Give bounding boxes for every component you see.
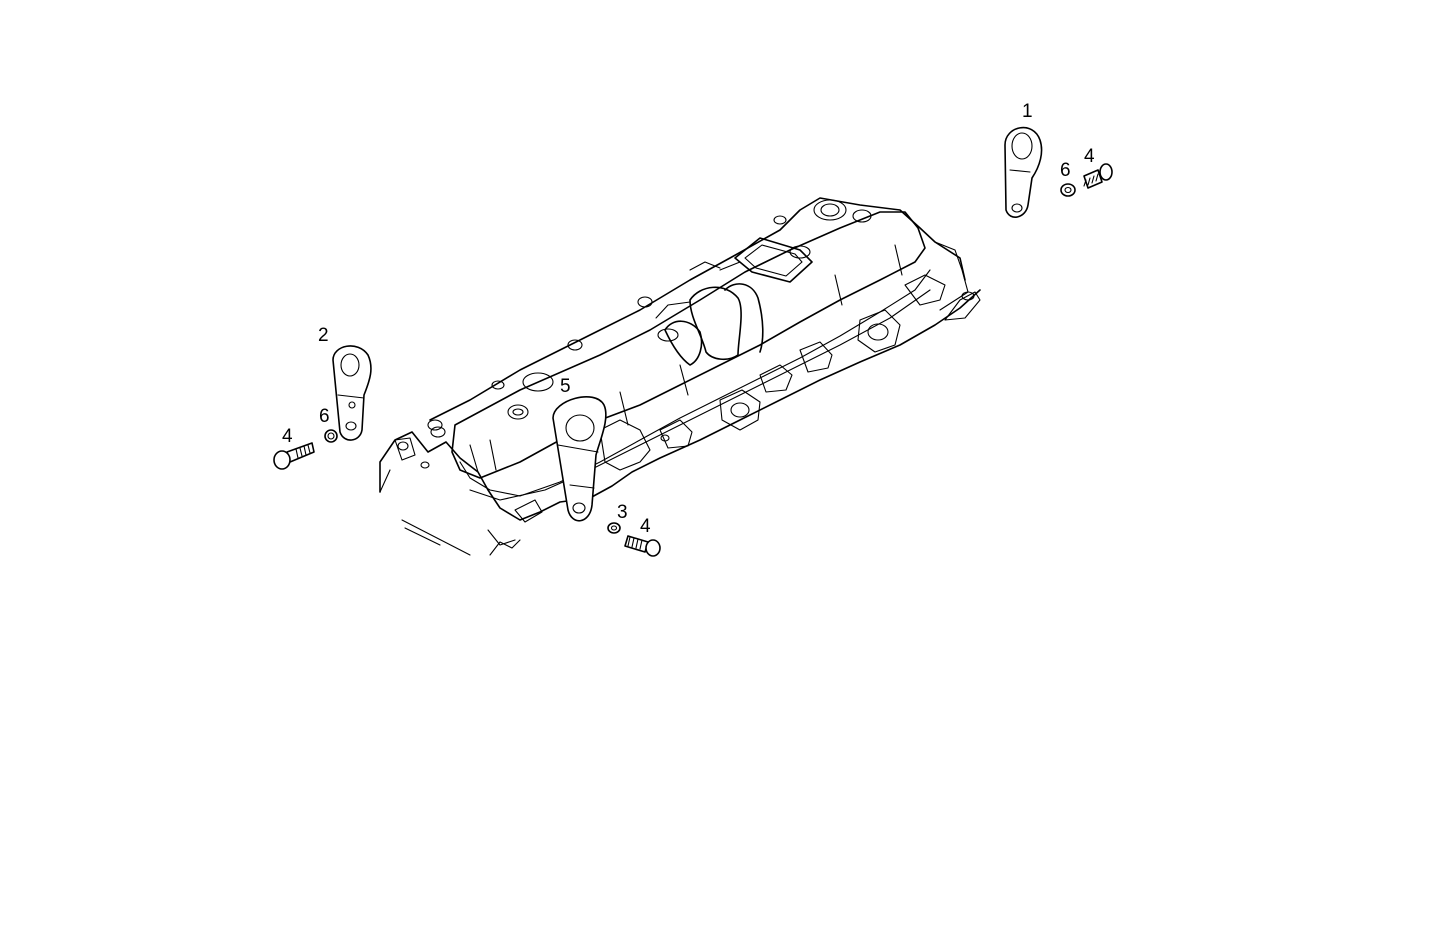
callout-4-center: 4 xyxy=(640,516,651,537)
callout-6-left: 6 xyxy=(319,406,330,427)
callout-5: 5 xyxy=(560,376,571,397)
callout-2: 2 xyxy=(318,325,329,346)
washer-6-left-icon xyxy=(324,429,338,443)
callout-6-right: 6 xyxy=(1060,160,1071,181)
cylinder-head-assembly xyxy=(379,197,981,556)
callout-4-right: 4 xyxy=(1084,146,1095,167)
lifting-bracket-1-icon xyxy=(1004,126,1043,218)
lifting-bracket-5-icon xyxy=(552,396,607,522)
bolt-4-right-icon xyxy=(1083,163,1113,189)
callout-3: 3 xyxy=(617,502,628,523)
bolt-4-center-icon xyxy=(624,535,661,557)
callout-1: 1 xyxy=(1022,101,1033,122)
bolt-4-left-icon xyxy=(273,442,315,470)
lifting-bracket-2-icon xyxy=(332,345,372,441)
washer-6-right-icon xyxy=(1060,183,1076,197)
washer-3-icon xyxy=(607,522,621,534)
callout-4-left: 4 xyxy=(282,426,293,447)
